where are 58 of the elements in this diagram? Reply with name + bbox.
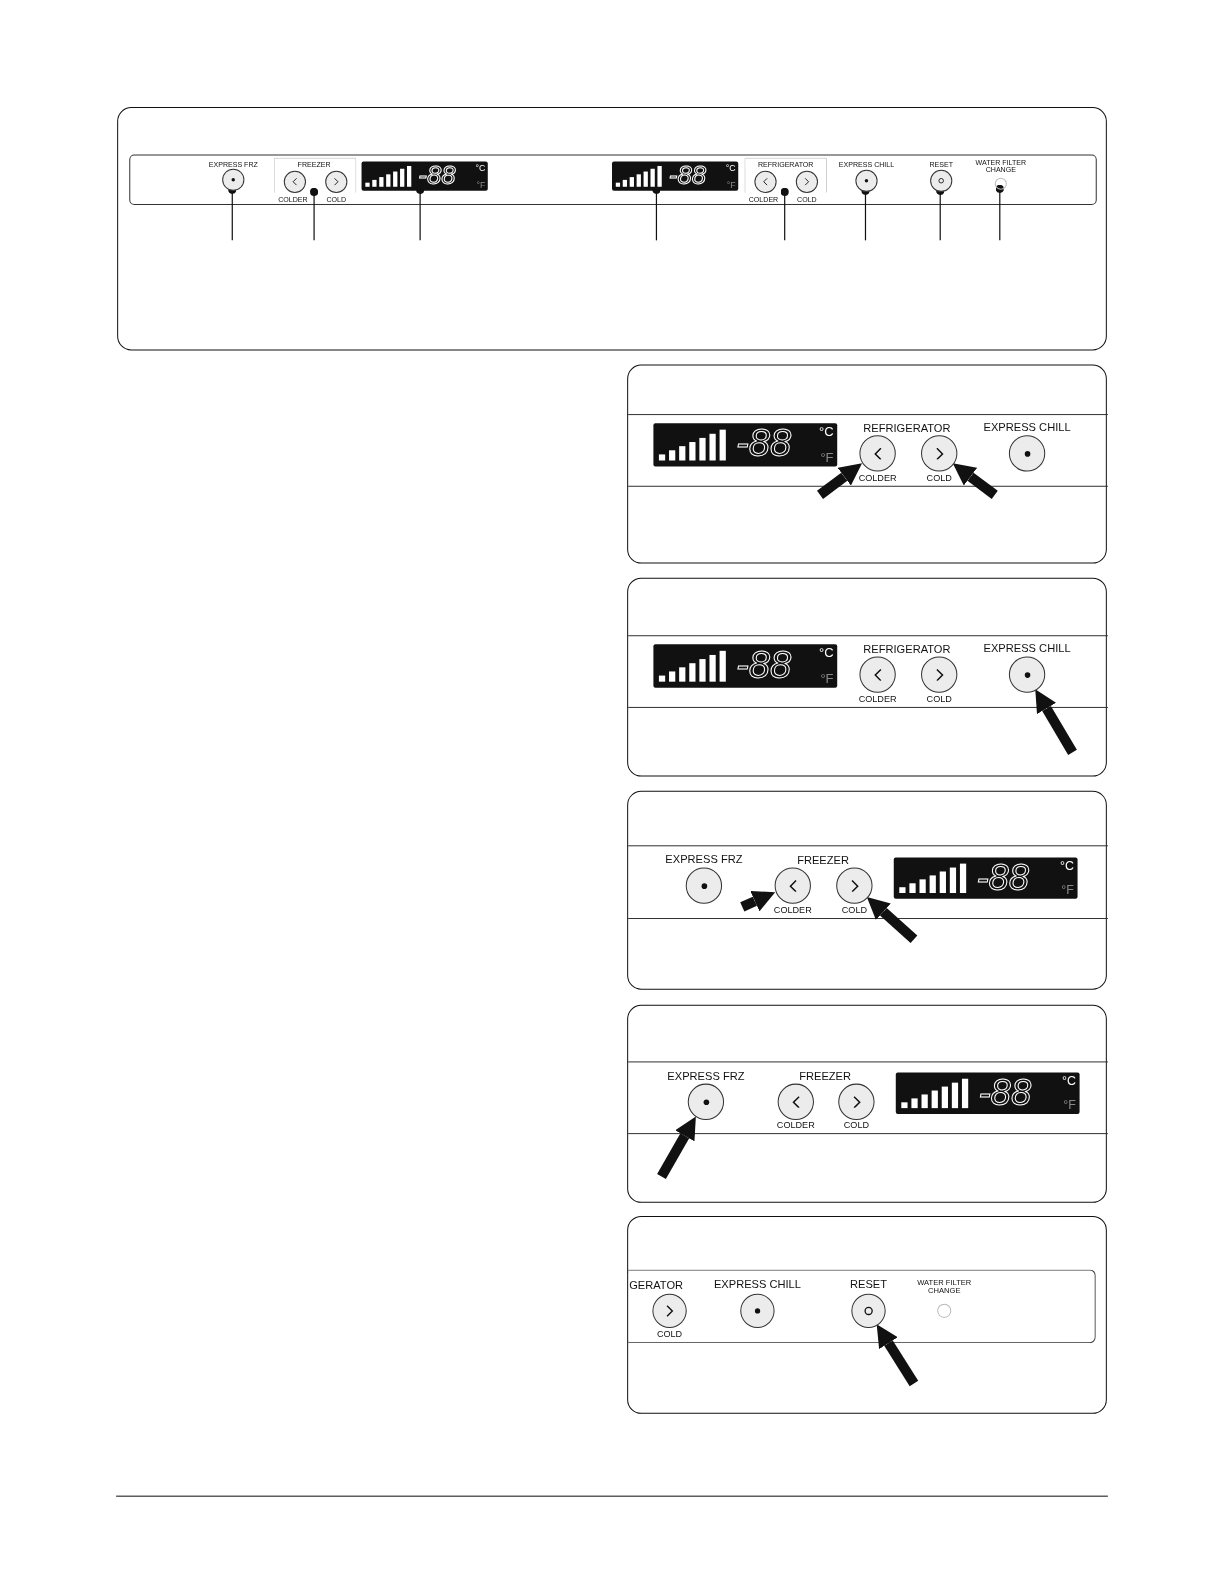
round-button [795, 170, 818, 193]
round-button [754, 170, 777, 193]
round-button [740, 1293, 775, 1328]
unit-label: °C [818, 646, 834, 660]
round-button [222, 168, 245, 191]
unit-label: °C [475, 163, 486, 173]
temperature-readout: -88 [668, 162, 707, 189]
round-button [777, 1083, 814, 1120]
lcd-display [361, 161, 488, 191]
lcd-display [893, 857, 1078, 899]
unit-label: °F [820, 672, 834, 686]
unit-label: °F [726, 180, 736, 190]
unit-label: °F [476, 180, 486, 190]
temperature-readout: -88 [418, 162, 456, 189]
round-button [685, 867, 723, 904]
round-button [325, 170, 348, 193]
round-button [1008, 435, 1046, 472]
panel-label: REFRIGERATOR [863, 422, 951, 434]
round-button [851, 1293, 886, 1328]
panel-label: EXPRESS CHILL [713, 1278, 801, 1290]
round-button [855, 169, 878, 192]
lcd-display [895, 1072, 1080, 1114]
temperature-readout: -88 [978, 1074, 1032, 1111]
round-button [859, 656, 896, 693]
panel-label: EXPRESS FRZ [665, 853, 743, 865]
temperature-readout: -88 [736, 424, 792, 464]
unit-label: °F [1061, 883, 1074, 897]
unit-label: °F [820, 450, 834, 464]
panel-label: REFRIGERATOR [863, 643, 951, 655]
lcd-display [612, 161, 739, 191]
round-button [774, 867, 811, 904]
unit-label: °C [1061, 1075, 1076, 1088]
round-button [921, 435, 958, 472]
panel-label: EXPRESS CHILL [983, 642, 1071, 654]
unit-label: °C [725, 163, 736, 173]
round-button [930, 169, 953, 192]
round-button [687, 1083, 725, 1120]
panel-label: COLDER [858, 473, 897, 483]
unit-label: °C [818, 425, 834, 439]
round-button [283, 170, 306, 193]
round-button [652, 1293, 687, 1328]
panel-label: COLDER [858, 694, 897, 704]
round-button [838, 1083, 875, 1120]
lcd-display [653, 423, 838, 467]
round-button [859, 435, 896, 472]
lcd-display [653, 644, 838, 688]
unit-label: °F [1063, 1099, 1076, 1112]
panel-frame [627, 790, 1107, 990]
panel-label: FREEZER [797, 854, 849, 866]
panel-label: COLDER [776, 1120, 815, 1130]
round-button [1008, 656, 1046, 693]
panel-label: COLDER [773, 905, 812, 915]
panel-label: FREEZER [799, 1070, 851, 1082]
temperature-readout: -88 [736, 646, 792, 685]
round-button [921, 656, 958, 693]
temperature-readout: -88 [976, 859, 1030, 896]
round-button [836, 867, 873, 904]
unit-label: °C [1059, 859, 1074, 873]
